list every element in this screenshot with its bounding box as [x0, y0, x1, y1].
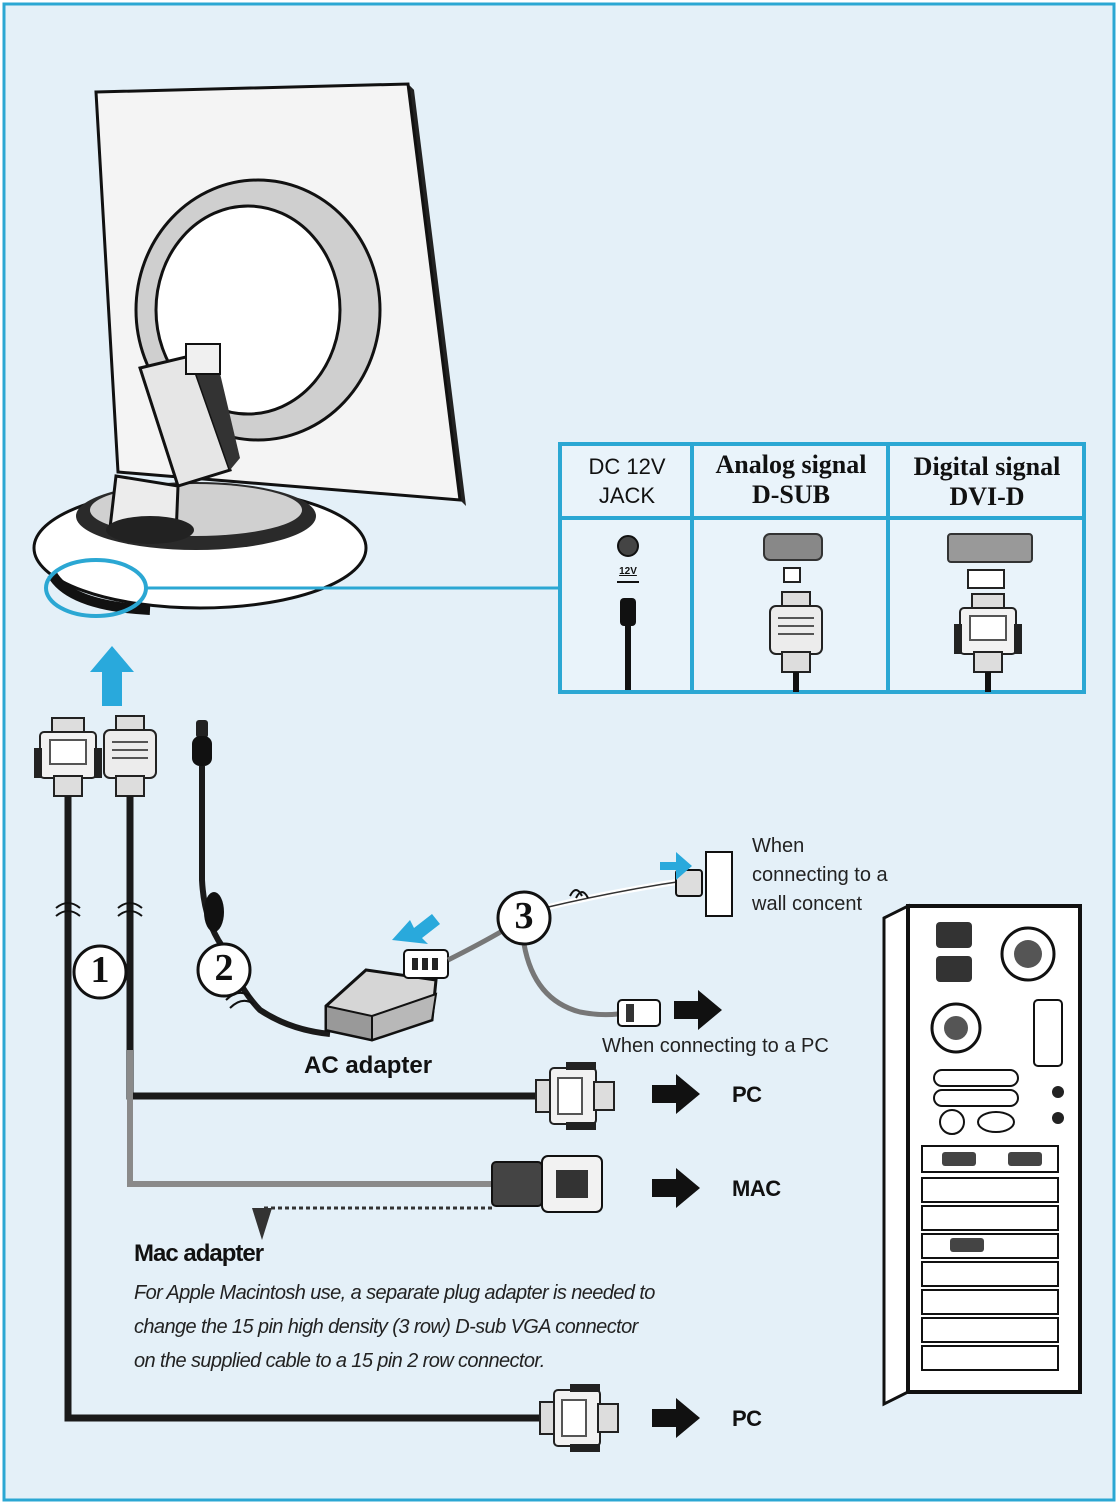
- wall-note-line2: connecting to a: [752, 864, 888, 886]
- digital-title-line2: DVI-D: [949, 482, 1025, 511]
- analog-title-line2: D-SUB: [751, 480, 830, 509]
- mac-adapter-text-line2: change the 15 pin high density (3 row) D…: [134, 1316, 638, 1338]
- dc-jack-title-line1: DC 12V: [588, 454, 666, 479]
- pc-tower: [882, 903, 1082, 1407]
- digital-title-line1: Digital signal: [913, 452, 1061, 481]
- ac-adapter-label: AC adapter: [304, 1052, 433, 1079]
- monitor-back: [94, 82, 466, 506]
- dc-plug-icon: [192, 720, 212, 766]
- dc-jack-title-line2: JACK: [598, 483, 656, 508]
- port-table: [558, 442, 1086, 694]
- stand: [32, 343, 368, 615]
- mac-label: MAC: [732, 1176, 781, 1201]
- wall-note: When connecting to a wall concent: [752, 832, 888, 919]
- mac-adapter-text: For Apple Macintosh use, a separate plug…: [134, 1276, 655, 1378]
- analog-title: Analog signal D-SUB: [694, 450, 888, 510]
- pc-note: When connecting to a PC: [602, 1035, 829, 1057]
- step-2-label: 2: [214, 947, 234, 989]
- wall-note-line3: wall concent: [752, 893, 863, 915]
- wall-note-line1: When: [752, 835, 805, 857]
- digital-title: Digital signal DVI-D: [890, 452, 1084, 512]
- adapter-arrow-icon: [392, 914, 440, 944]
- pc-bottom-label: PC: [732, 1406, 762, 1431]
- mac-adapter-text-line1: For Apple Macintosh use, a separate plug…: [134, 1282, 655, 1304]
- ac-adapter: [324, 949, 449, 1042]
- power-cord: [446, 851, 733, 1027]
- mac-adapter-text-line3: on the supplied cable to a 15 pin 2 row …: [134, 1350, 545, 1372]
- wall-arrow-icon: [660, 852, 692, 880]
- mac-adapter-title: Mac adapter: [134, 1240, 264, 1267]
- analog-title-line1: Analog signal: [715, 450, 867, 479]
- step-3-label: 3: [514, 895, 534, 937]
- step-1-label: 1: [90, 949, 110, 991]
- dc-jack-mark: 12V: [619, 566, 637, 577]
- cables: [33, 715, 540, 1422]
- up-arrow-icon: [90, 646, 134, 706]
- mac-adapter-plug: [491, 1155, 603, 1213]
- dc-jack-title: DC 12V JACK: [562, 452, 692, 510]
- pc-top-label: PC: [732, 1082, 762, 1107]
